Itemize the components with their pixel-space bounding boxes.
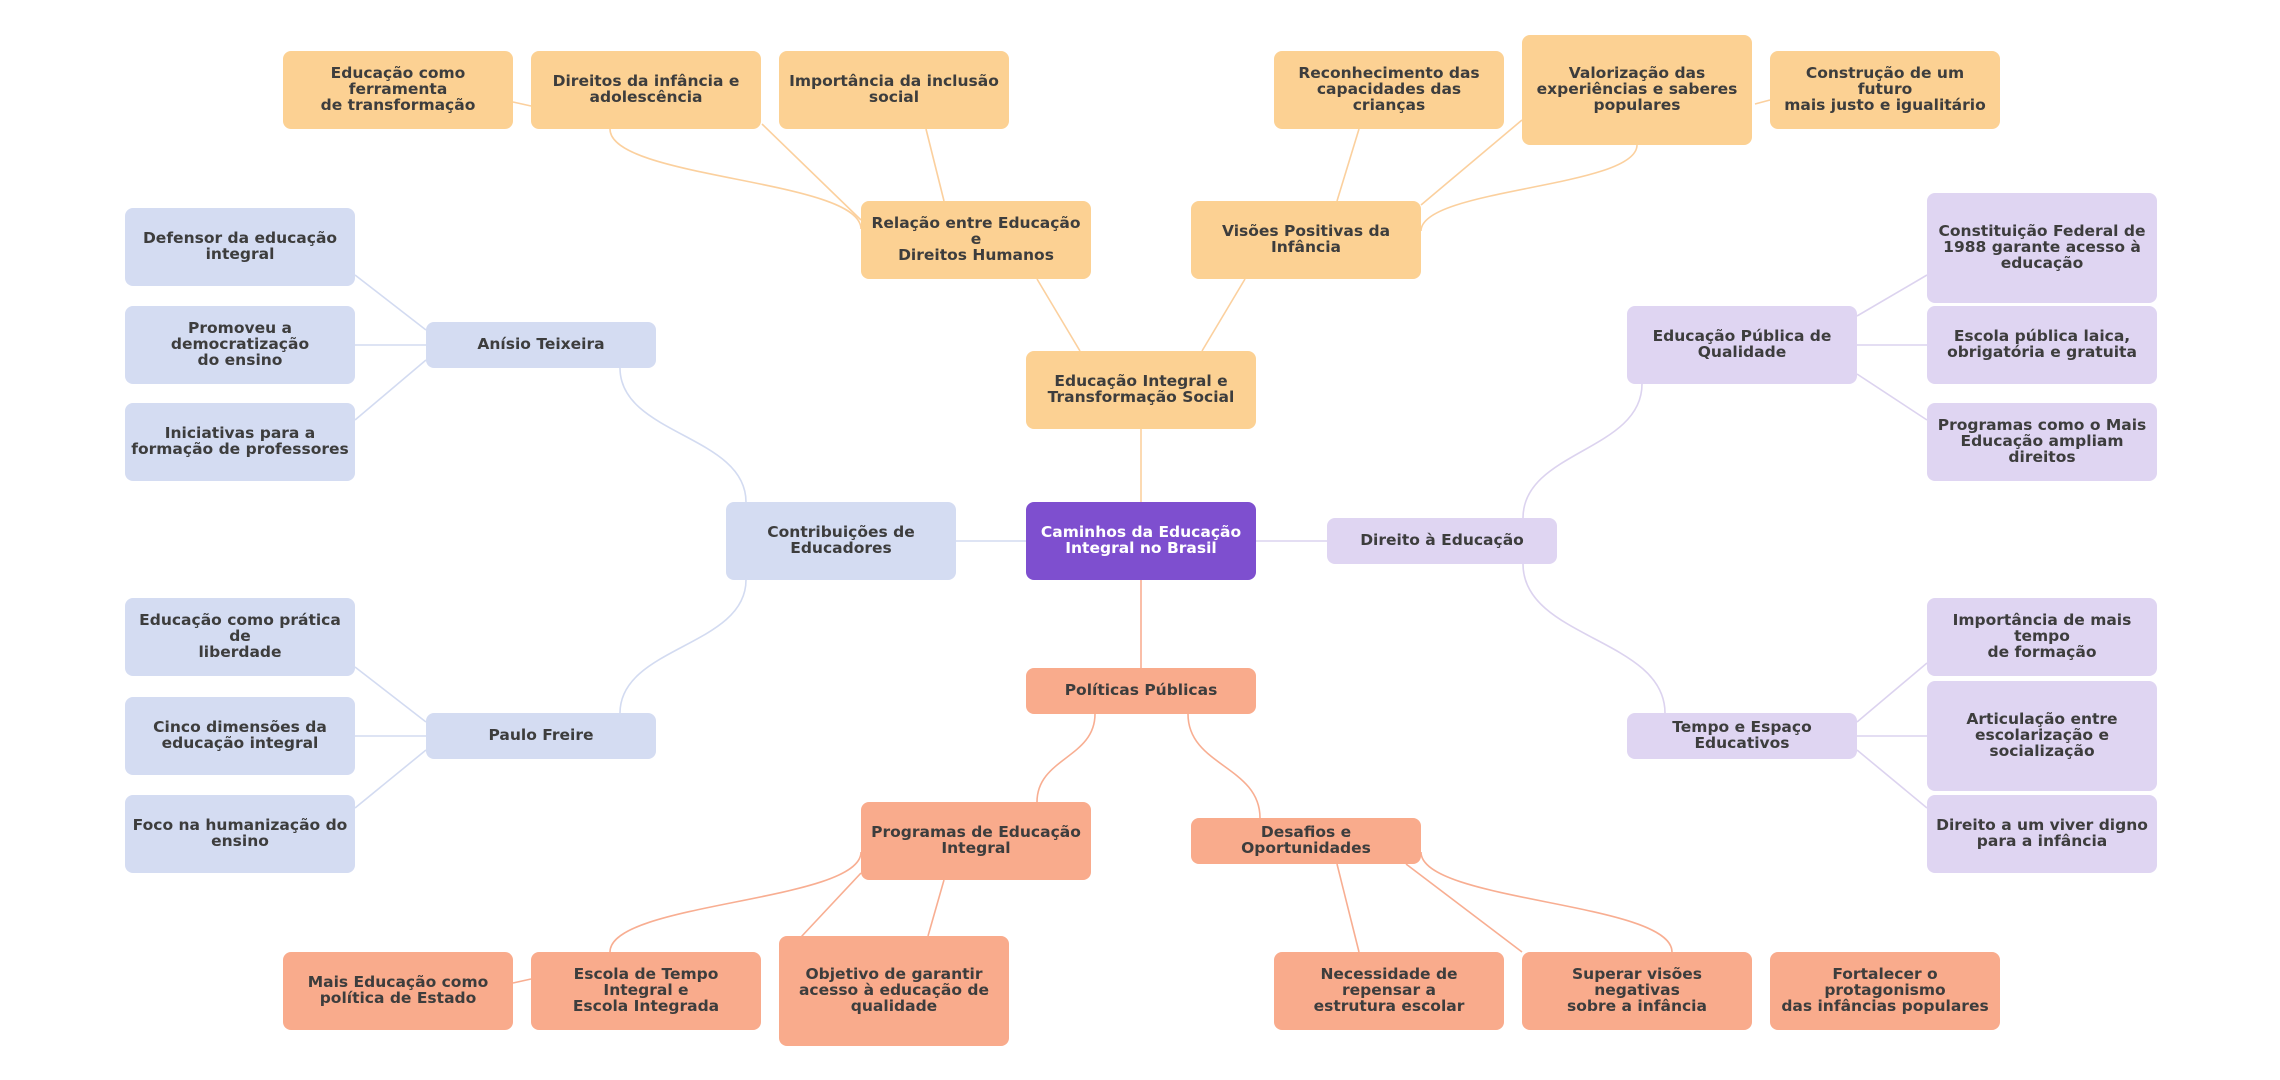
connector-line xyxy=(1420,851,1673,953)
leaf-pratica-liberdade[interactable]: Educação como prática de liberdade xyxy=(125,598,355,676)
node-anisio-teixeira[interactable]: Anísio Teixeira xyxy=(426,322,656,368)
node-tempo-espaco[interactable]: Tempo e Espaço Educativos xyxy=(1627,713,1857,759)
node-visoes-positivas[interactable]: Visões Positivas da Infância xyxy=(1191,201,1421,279)
connector-line xyxy=(761,123,862,221)
center-node[interactable]: Caminhos da Educação Integral no Brasil xyxy=(1026,502,1256,580)
node-relacao-direitos-humanos[interactable]: Relação entre Educação e Direitos Humano… xyxy=(861,201,1091,279)
leaf-formacao-professores[interactable]: Iniciativas para a formação de professor… xyxy=(125,403,355,481)
connector-line xyxy=(1336,128,1360,202)
node-educacao-publica[interactable]: Educação Pública de Qualidade xyxy=(1627,306,1857,384)
node-transformacao-social[interactable]: Educação Integral e Transformação Social xyxy=(1026,351,1256,429)
leaf-inclusao-social[interactable]: Importância da inclusão social xyxy=(779,51,1009,129)
connector-line xyxy=(1522,563,1666,714)
leaf-saberes-populares[interactable]: Valorização das experiências e saberes p… xyxy=(1522,35,1752,145)
leaf-humanizacao-ensino[interactable]: Foco na humanização do ensino xyxy=(125,795,355,873)
leaf-capacidades-criancas[interactable]: Reconhecimento das capacidades das crian… xyxy=(1274,51,1504,129)
connector-line xyxy=(619,579,747,714)
connector-line xyxy=(1420,119,1523,206)
node-programas-educacao-integral[interactable]: Programas de Educação Integral xyxy=(861,802,1091,880)
connector-line xyxy=(512,101,532,107)
leaf-viver-digno[interactable]: Direito a um viver digno para a infância xyxy=(1927,795,2157,873)
node-contribuicoes-educadores[interactable]: Contribuições de Educadores xyxy=(726,502,956,580)
connector-line xyxy=(1036,278,1081,352)
leaf-mais-tempo-formacao[interactable]: Importância de mais tempo de formação xyxy=(1927,598,2157,676)
connector-line xyxy=(354,666,427,723)
connector-line xyxy=(1856,749,1928,809)
connector-line xyxy=(1856,274,1928,317)
connector-line xyxy=(1420,144,1638,232)
node-politicas-publicas[interactable]: Políticas Públicas xyxy=(1026,668,1256,714)
leaf-mais-educacao-direitos[interactable]: Programas como o Mais Educação ampliam d… xyxy=(1927,403,2157,481)
connector-line xyxy=(1856,662,1928,723)
leaf-repensar-estrutura[interactable]: Necessidade de repensar a estrutura esco… xyxy=(1274,952,1504,1030)
node-paulo-freire[interactable]: Paulo Freire xyxy=(426,713,656,759)
node-direito-educacao[interactable]: Direito à Educação xyxy=(1327,518,1557,564)
connector-line xyxy=(354,274,427,331)
leaf-futuro-justo[interactable]: Construção de um futuro mais justo e igu… xyxy=(1770,51,2000,129)
leaf-cinco-dimensoes[interactable]: Cinco dimensões da educação integral xyxy=(125,697,355,775)
leaf-superar-visoes[interactable]: Superar visões negativas sobre a infânci… xyxy=(1522,952,1752,1030)
leaf-democratizacao-ensino[interactable]: Promoveu a democratização do ensino xyxy=(125,306,355,384)
connector-line xyxy=(1036,713,1096,803)
connector-line xyxy=(512,978,532,984)
connector-line xyxy=(1754,99,1771,105)
connector-line xyxy=(354,749,427,809)
leaf-garantir-acesso[interactable]: Objetivo de garantir acesso à educação d… xyxy=(779,936,1009,1046)
connector-line xyxy=(609,128,862,230)
connector-line xyxy=(1405,863,1523,953)
connector-line xyxy=(1187,713,1261,819)
connector-line xyxy=(1336,863,1360,953)
connector-line xyxy=(1522,383,1643,519)
leaf-direitos-infancia[interactable]: Direitos da infância e adolescência xyxy=(531,51,761,129)
connector-line xyxy=(1201,278,1246,352)
connector-line xyxy=(1856,373,1928,421)
leaf-constituicao-1988[interactable]: Constituição Federal de 1988 garante ace… xyxy=(1927,193,2157,303)
connector-line xyxy=(925,128,945,202)
leaf-defensor-educacao[interactable]: Defensor da educação integral xyxy=(125,208,355,286)
connector-line xyxy=(619,367,747,503)
node-desafios-oportunidades[interactable]: Desafios e Oportunidades xyxy=(1191,818,1421,864)
leaf-escola-laica[interactable]: Escola pública laica, obrigatória e grat… xyxy=(1927,306,2157,384)
connector-line xyxy=(927,879,945,937)
connector-line xyxy=(354,359,427,421)
leaf-escolarizacao-socializacao[interactable]: Articulação entre escolarização e social… xyxy=(1927,681,2157,791)
leaf-mais-educacao-estado[interactable]: Mais Educação como política de Estado xyxy=(283,952,513,1030)
leaf-protagonismo-infancias[interactable]: Fortalecer o protagonismo das infâncias … xyxy=(1770,952,2000,1030)
leaf-escola-tempo-integral[interactable]: Escola de Tempo Integral e Escola Integr… xyxy=(531,952,761,1030)
leaf-ferramenta-transformacao[interactable]: Educação como ferramenta de transformaçã… xyxy=(283,51,513,129)
connector-line xyxy=(609,851,862,953)
